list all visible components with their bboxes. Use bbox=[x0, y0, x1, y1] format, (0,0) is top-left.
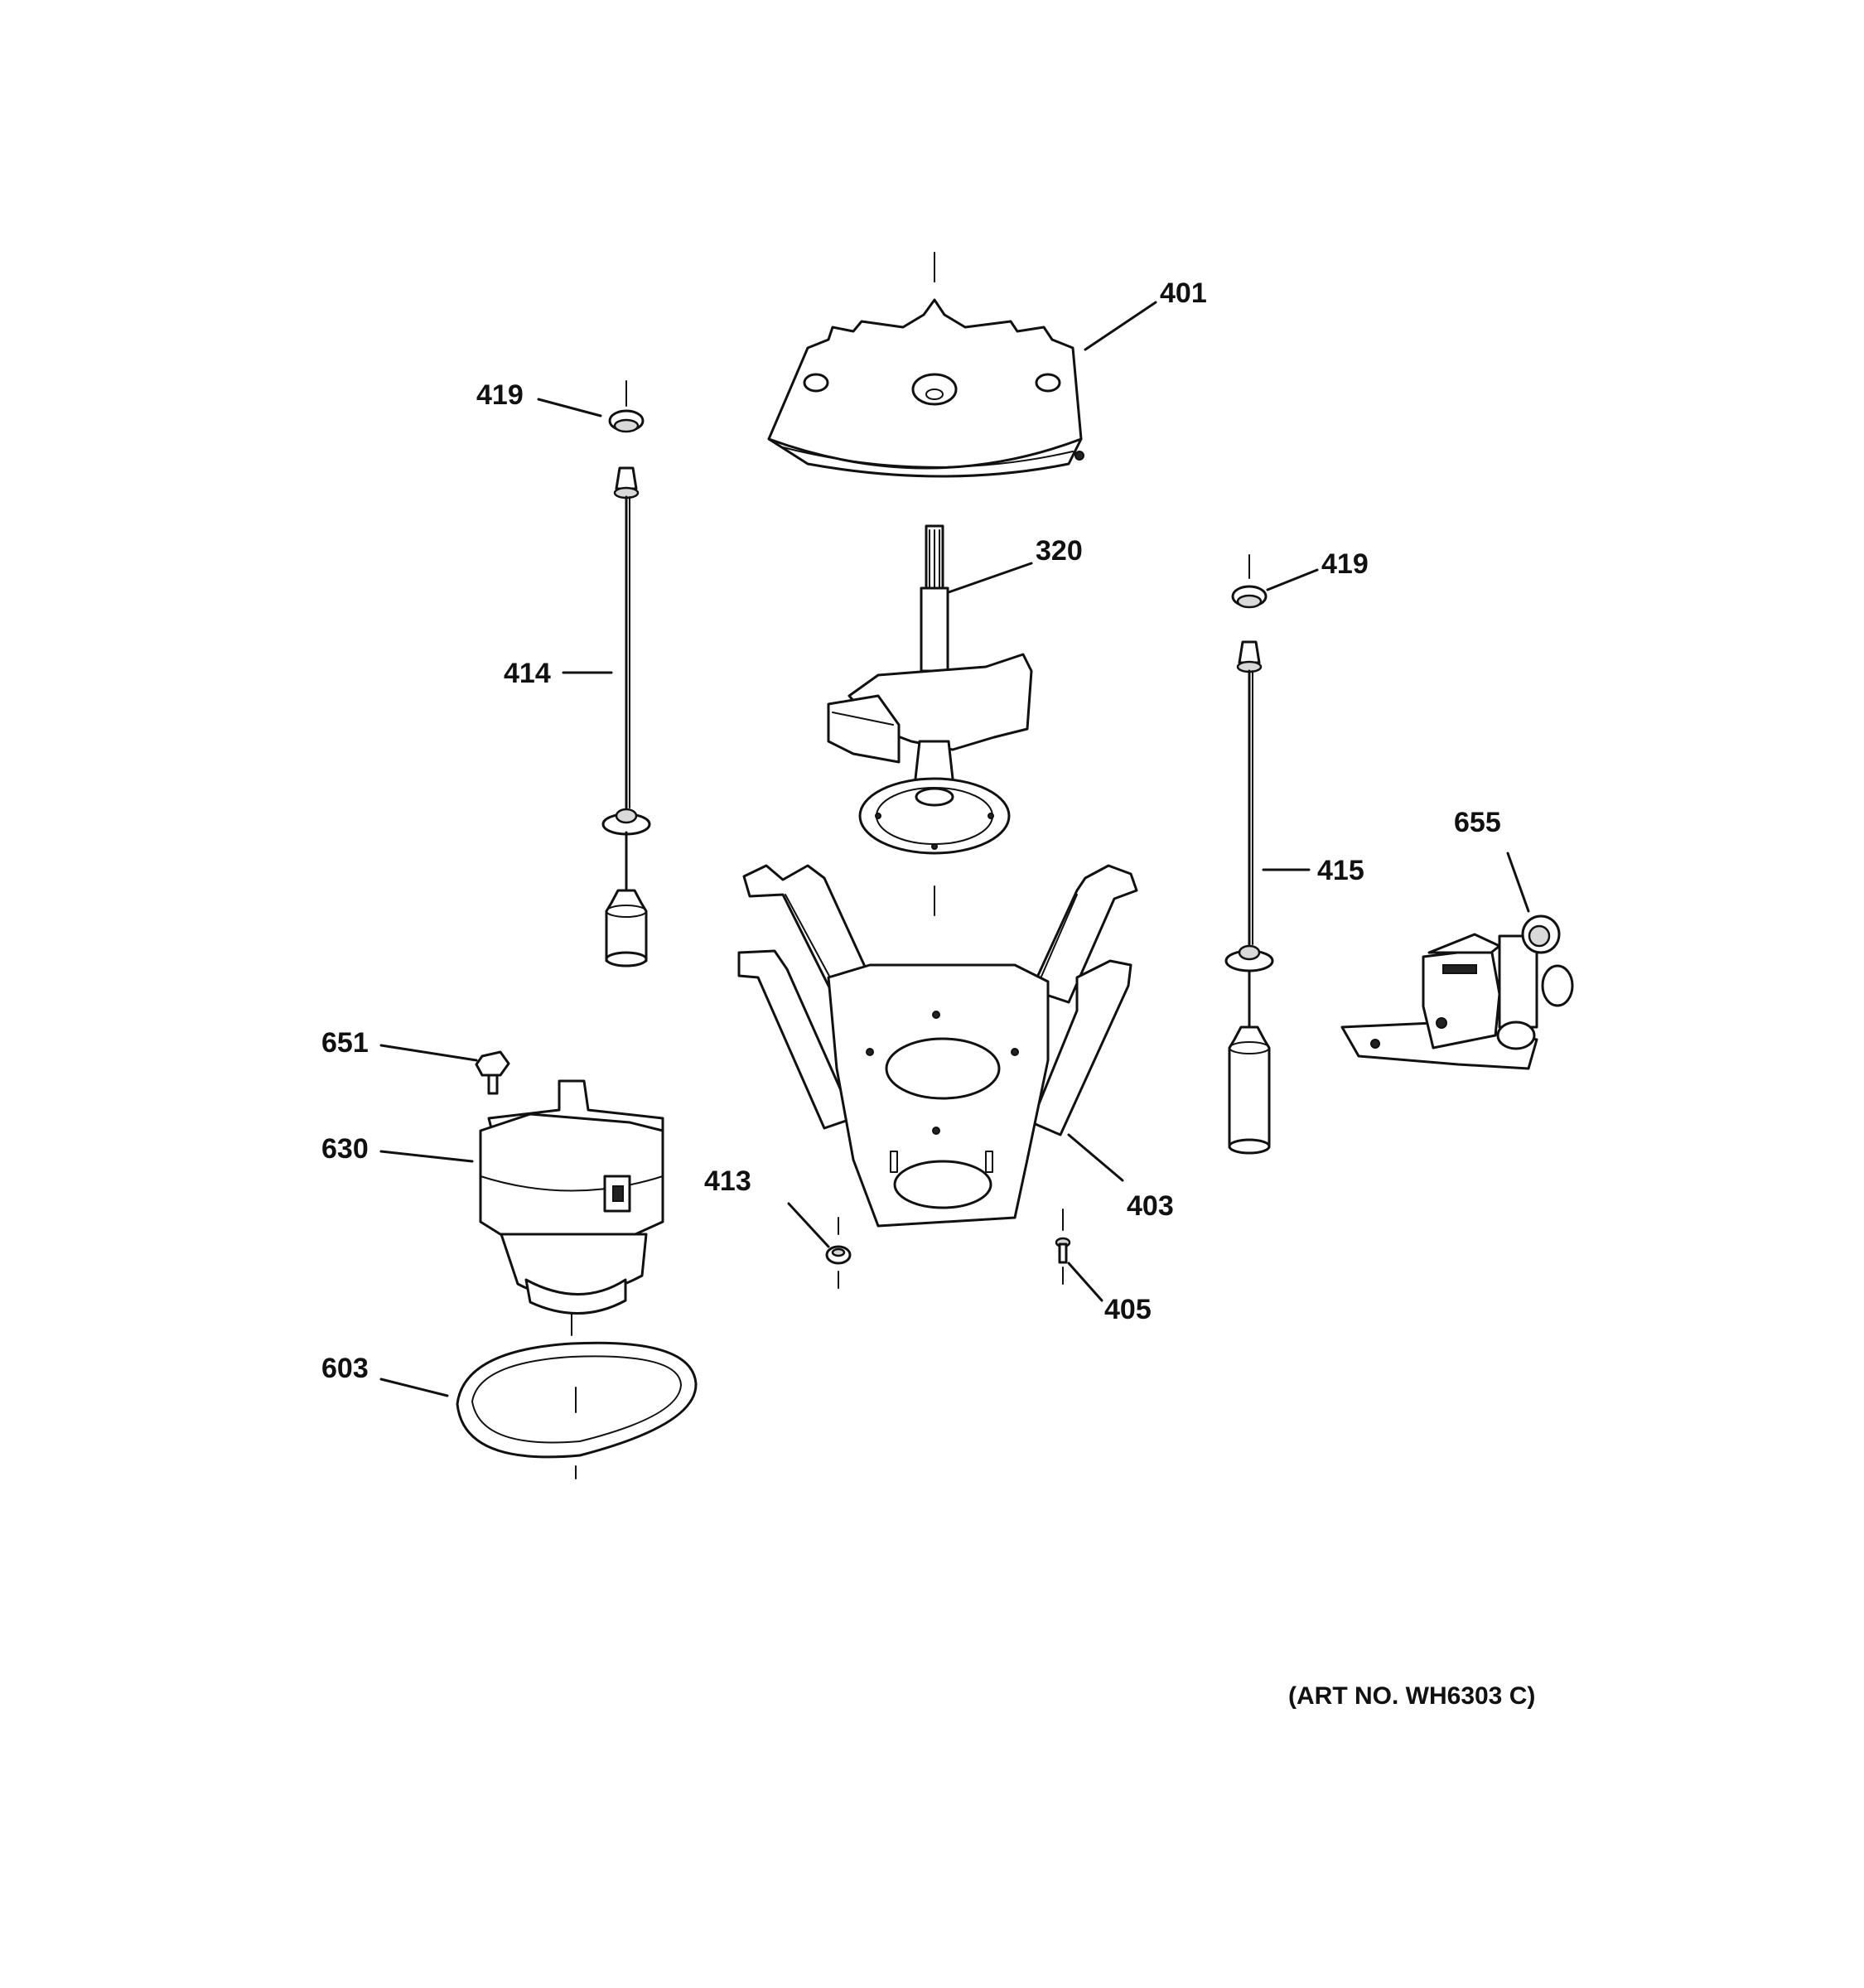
part-419-cap-right bbox=[1231, 554, 1268, 609]
part-401-shield bbox=[767, 252, 1084, 478]
art-number: (ART NO. WH6303 C) bbox=[1288, 1682, 1535, 1710]
callout-419-left: 419 bbox=[476, 379, 524, 411]
part-405-screw bbox=[1055, 1209, 1071, 1285]
callout-414: 414 bbox=[504, 658, 551, 689]
callout-651: 651 bbox=[321, 1027, 369, 1059]
callout-415: 415 bbox=[1317, 855, 1364, 886]
callout-655: 655 bbox=[1454, 807, 1501, 838]
callout-630: 630 bbox=[321, 1133, 369, 1165]
part-630-motor bbox=[479, 1079, 664, 1336]
part-415-suspension-rod bbox=[1224, 640, 1274, 1155]
callout-320: 320 bbox=[1036, 535, 1083, 567]
part-655-pump bbox=[1340, 914, 1574, 1070]
callout-403: 403 bbox=[1127, 1190, 1174, 1222]
part-403-platform bbox=[737, 864, 1138, 1228]
part-419-cap-left bbox=[608, 380, 645, 433]
part-320-transmission bbox=[827, 524, 1033, 916]
part-603-belt bbox=[456, 1341, 698, 1479]
callout-405: 405 bbox=[1104, 1294, 1152, 1325]
callout-413: 413 bbox=[704, 1165, 751, 1197]
part-414-suspension-rod bbox=[601, 466, 651, 967]
callout-401: 401 bbox=[1160, 277, 1207, 309]
callout-603: 603 bbox=[321, 1353, 369, 1384]
callout-419-right: 419 bbox=[1321, 548, 1369, 580]
part-413-nut bbox=[825, 1217, 852, 1289]
part-651-bolt bbox=[475, 1050, 510, 1095]
leader-lines bbox=[379, 301, 1530, 1397]
